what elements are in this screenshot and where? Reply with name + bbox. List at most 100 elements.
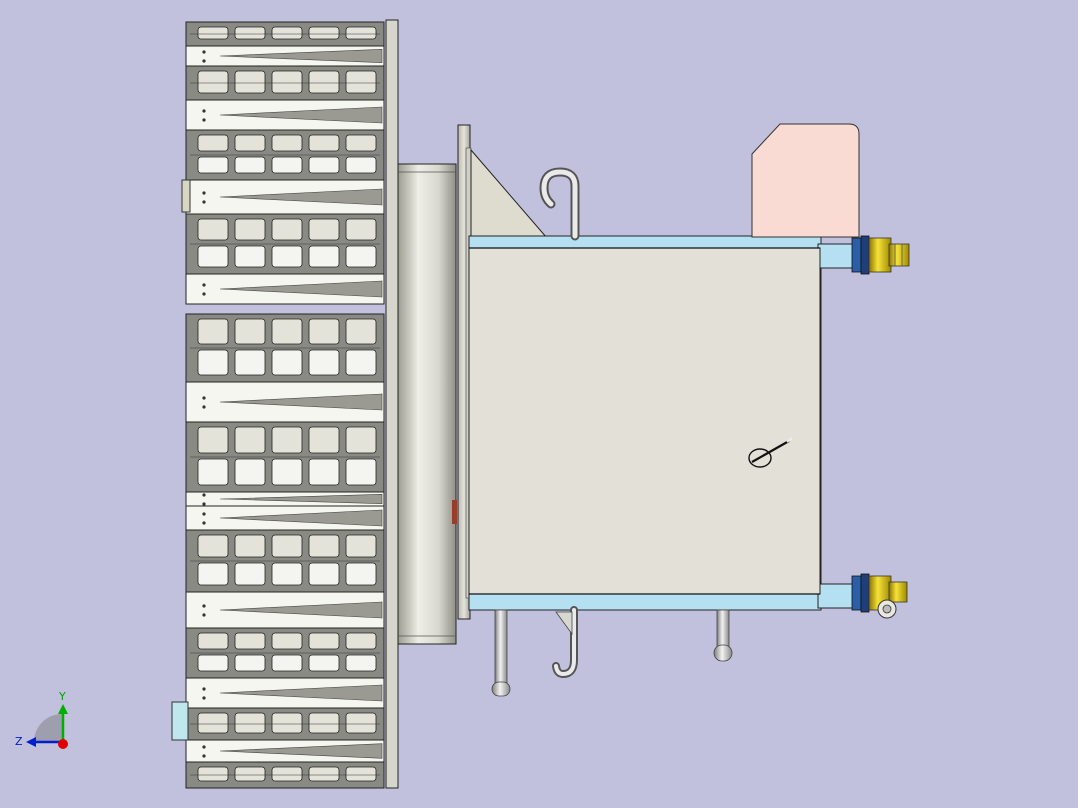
impeller-slot xyxy=(345,654,377,672)
impeller-slot xyxy=(271,26,303,40)
impeller-slot xyxy=(271,218,303,241)
impeller-rivet xyxy=(202,687,206,691)
impeller-slot xyxy=(308,766,340,782)
impeller-slot xyxy=(345,766,377,782)
impeller-rivet xyxy=(202,59,206,63)
impeller-slot xyxy=(197,26,229,40)
impeller-slot xyxy=(271,654,303,672)
bottom-brass-fitting xyxy=(851,573,908,619)
impeller-slot xyxy=(308,632,340,650)
impeller-rivet xyxy=(202,200,206,204)
impeller-rivet xyxy=(202,118,206,122)
triad-arc xyxy=(34,714,62,742)
impeller-stack xyxy=(185,21,385,789)
impeller-slot xyxy=(271,562,303,586)
impeller-rivet xyxy=(202,396,206,400)
impeller-slot xyxy=(197,134,229,152)
impeller-rivet xyxy=(202,405,206,409)
impeller-slot xyxy=(234,458,266,486)
impeller-slot xyxy=(308,712,340,734)
impeller-slot xyxy=(271,458,303,486)
impeller-rivet xyxy=(202,696,206,700)
impeller-slot xyxy=(271,245,303,268)
impeller-slot xyxy=(234,562,266,586)
impeller-rivet xyxy=(202,50,206,54)
impeller-slot xyxy=(234,156,266,174)
triad-x-axis-dot xyxy=(58,739,68,749)
impeller-wedge xyxy=(219,49,383,63)
impeller-slot xyxy=(197,218,229,241)
impeller-slot xyxy=(234,134,266,152)
impeller-slot xyxy=(197,534,229,558)
impeller-slot xyxy=(345,632,377,650)
impeller-slot xyxy=(308,26,340,40)
hub-bolt-marker xyxy=(452,500,457,524)
impeller-wedge xyxy=(219,684,383,702)
impeller-rivet xyxy=(202,754,206,758)
impeller-slot xyxy=(345,534,377,558)
impeller-slot xyxy=(234,632,266,650)
impeller-rivet xyxy=(202,613,206,617)
impeller-slot xyxy=(345,218,377,241)
impeller-wedge xyxy=(219,601,383,619)
control-box xyxy=(751,123,860,238)
impeller-wedge xyxy=(219,280,383,298)
impeller-rivet xyxy=(202,604,206,608)
impeller-slot xyxy=(197,562,229,586)
impeller-slot xyxy=(234,766,266,782)
triad-y-label: Y xyxy=(58,690,66,703)
impeller-slot xyxy=(197,712,229,734)
axis-triad[interactable]: Y Z xyxy=(15,690,68,749)
impeller-slot xyxy=(308,562,340,586)
impeller-side-tab xyxy=(181,179,191,213)
triad-z-label: Z xyxy=(15,735,23,748)
level-probe xyxy=(748,437,793,468)
impeller-slot xyxy=(271,426,303,454)
impeller-slot xyxy=(271,134,303,152)
top-brass-fitting xyxy=(851,235,910,275)
impeller-slot xyxy=(271,318,303,345)
impeller-slot xyxy=(308,458,340,486)
impeller-slot xyxy=(308,70,340,94)
impeller-slot xyxy=(197,426,229,454)
impeller-slot xyxy=(308,134,340,152)
impeller-rivet xyxy=(202,521,206,525)
drum-hub xyxy=(397,163,457,645)
impeller-side-nozzle xyxy=(171,701,189,741)
impeller-slot xyxy=(197,632,229,650)
impeller-slot xyxy=(197,156,229,174)
impeller-slot xyxy=(308,156,340,174)
impeller-slot xyxy=(345,562,377,586)
tank-body xyxy=(468,247,821,595)
support-gusset xyxy=(470,148,549,239)
impeller-slot xyxy=(234,218,266,241)
impeller-rivet xyxy=(202,109,206,113)
impeller-slot xyxy=(197,766,229,782)
impeller-rivet xyxy=(202,502,206,506)
impeller-slot xyxy=(197,349,229,376)
impeller-slot xyxy=(345,26,377,40)
impeller-rivet xyxy=(202,292,206,296)
impeller-slot xyxy=(308,349,340,376)
impeller-slot xyxy=(234,26,266,40)
impeller-slot xyxy=(308,218,340,241)
impeller-slot xyxy=(271,70,303,94)
impeller-slot xyxy=(234,318,266,345)
drain-pipe-left xyxy=(494,609,508,693)
impeller-slot xyxy=(271,766,303,782)
impeller-wedge xyxy=(219,393,383,411)
impeller-slot xyxy=(308,426,340,454)
impeller-slot xyxy=(271,632,303,650)
impeller-wedge xyxy=(219,106,383,124)
impeller-rivet xyxy=(202,283,206,287)
impeller-wedge xyxy=(219,188,383,206)
impeller-slot xyxy=(308,534,340,558)
impeller-rivet xyxy=(202,745,206,749)
impeller-slot xyxy=(345,458,377,486)
impeller-slot xyxy=(197,245,229,268)
impeller-slot xyxy=(197,70,229,94)
impeller-slot xyxy=(345,156,377,174)
impeller-slot xyxy=(271,712,303,734)
impeller-slot xyxy=(197,654,229,672)
